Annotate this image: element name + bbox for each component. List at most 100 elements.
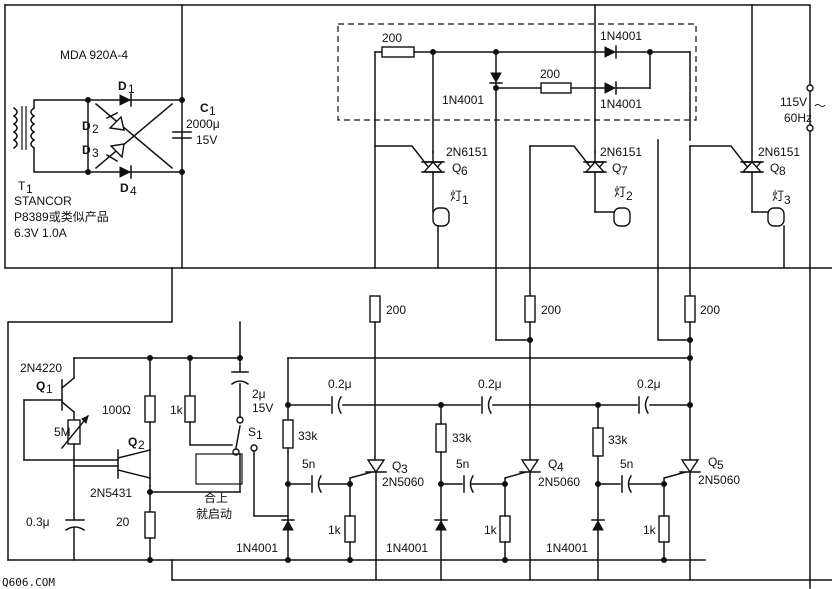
svg-text:2N6151: 2N6151 bbox=[446, 145, 488, 159]
svg-text:1: 1 bbox=[256, 428, 263, 442]
svg-text:20: 20 bbox=[116, 515, 130, 529]
svg-text:115V: 115V bbox=[780, 95, 807, 109]
svg-text:5n: 5n bbox=[456, 457, 469, 471]
diode-d3 bbox=[105, 143, 125, 163]
d1-label: D bbox=[118, 79, 127, 93]
coupling-diode-box: 200 200 1N4001 1N4001 1N4001 bbox=[337, 4, 697, 341]
d3-label: D bbox=[82, 143, 91, 157]
svg-text:Q: Q bbox=[612, 161, 621, 175]
r200a-label: 200 bbox=[382, 31, 402, 45]
svg-text:Q: Q bbox=[128, 435, 137, 449]
bridge-label: MDA 920A-4 bbox=[60, 48, 128, 62]
r200b-label: 200 bbox=[540, 67, 560, 81]
svg-text:～: ～ bbox=[814, 99, 826, 113]
diode-d2 bbox=[105, 111, 125, 131]
transistor-q2: Q 2 2N5431 bbox=[23, 435, 151, 521]
svg-text:2N5060: 2N5060 bbox=[382, 475, 424, 489]
start-label-2: 就启动 bbox=[196, 507, 232, 521]
diode-d1 bbox=[119, 93, 132, 107]
d1n4001-a-label: 1N4001 bbox=[600, 29, 642, 43]
d2-label: D bbox=[82, 119, 91, 133]
svg-text:2: 2 bbox=[92, 122, 99, 136]
start-switch-section: 2μ 15V S 1 合上 就启动 bbox=[195, 371, 289, 521]
svg-text:Q: Q bbox=[392, 459, 401, 473]
svg-text:1: 1 bbox=[46, 382, 53, 396]
power-supply-section: MDA 920A-4 D 1 D 2 D 3 D 4 C 1 2000μ 15V… bbox=[4, 4, 832, 589]
timer-section: 0.2μ 0.2μ 0.2μ 33k 33k 33k 5n 5n bbox=[7, 321, 832, 581]
svg-text:1N4001: 1N4001 bbox=[236, 541, 278, 555]
svg-text:Q: Q bbox=[770, 161, 779, 175]
triac-q8: 2N6151 Q 8 灯 3 bbox=[689, 4, 800, 297]
svg-text:1k: 1k bbox=[484, 523, 498, 537]
capacitor-c1 bbox=[172, 131, 192, 139]
svg-text:1: 1 bbox=[462, 193, 469, 207]
svg-text:0.2μ: 0.2μ bbox=[637, 377, 661, 391]
diode-d4 bbox=[119, 165, 132, 179]
oscillator-section: 2N4220 Q 1 5M Q 2 2N5431 100Ω 1k 0.3μ bbox=[20, 355, 241, 561]
svg-text:2: 2 bbox=[138, 438, 145, 452]
svg-text:3: 3 bbox=[401, 462, 408, 476]
triac-q6: 2N6151 Q 6 灯 1 bbox=[374, 145, 488, 269]
svg-text:3: 3 bbox=[92, 146, 99, 160]
d1n4001-c-label: 1N4001 bbox=[442, 93, 484, 107]
transistor-q1: 2N4220 Q 1 5M bbox=[20, 361, 90, 467]
start-label-1: 合上 bbox=[204, 490, 228, 505]
svg-text:7: 7 bbox=[621, 164, 628, 178]
svg-text:2N6151: 2N6151 bbox=[758, 145, 800, 159]
svg-text:Q: Q bbox=[452, 161, 461, 175]
svg-text:4: 4 bbox=[130, 184, 137, 198]
svg-text:5M: 5M bbox=[54, 425, 71, 439]
svg-text:0.3μ: 0.3μ bbox=[26, 515, 50, 529]
t1-maker: STANCOR bbox=[14, 194, 72, 208]
svg-text:1N4001: 1N4001 bbox=[386, 541, 428, 555]
svg-text:2N5431: 2N5431 bbox=[90, 486, 132, 500]
svg-text:1k: 1k bbox=[328, 523, 342, 537]
svg-text:灯: 灯 bbox=[614, 185, 626, 199]
c1-label: C bbox=[200, 101, 209, 115]
svg-text:S: S bbox=[248, 425, 256, 439]
svg-text:5n: 5n bbox=[302, 457, 315, 471]
d1n4001-b-label: 1N4001 bbox=[600, 97, 642, 111]
svg-text:Q: Q bbox=[548, 457, 557, 471]
scr-q4: Q 4 2N5060 bbox=[504, 457, 580, 581]
svg-text:1: 1 bbox=[26, 182, 33, 196]
svg-text:33k: 33k bbox=[452, 431, 472, 445]
c1-voltage: 15V bbox=[196, 133, 217, 147]
gate-resistors: 200 200 200 bbox=[369, 139, 720, 471]
svg-text:200: 200 bbox=[386, 303, 406, 317]
svg-text:33k: 33k bbox=[298, 429, 318, 443]
watermark: Q606.COM bbox=[2, 576, 55, 589]
svg-text:15V: 15V bbox=[252, 401, 273, 415]
svg-text:3: 3 bbox=[784, 193, 791, 207]
svg-text:8: 8 bbox=[779, 164, 786, 178]
svg-text:200: 200 bbox=[700, 303, 720, 317]
svg-text:1: 1 bbox=[209, 104, 216, 118]
svg-text:2μ: 2μ bbox=[252, 387, 266, 401]
svg-text:100Ω: 100Ω bbox=[102, 403, 131, 417]
d4-label: D bbox=[120, 181, 129, 195]
triac-q7: 2N6151 Q 7 灯 2 bbox=[529, 145, 642, 297]
svg-text:200: 200 bbox=[541, 303, 561, 317]
scr-q3: Q 3 2N5060 bbox=[349, 459, 424, 581]
svg-text:60Hz: 60Hz bbox=[784, 111, 812, 125]
svg-text:1N4001: 1N4001 bbox=[546, 541, 588, 555]
svg-text:2N5060: 2N5060 bbox=[538, 475, 580, 489]
svg-text:2N6151: 2N6151 bbox=[600, 145, 642, 159]
svg-text:33k: 33k bbox=[608, 433, 628, 447]
svg-text:1: 1 bbox=[128, 82, 135, 96]
svg-text:Q: Q bbox=[708, 455, 717, 469]
svg-text:2: 2 bbox=[626, 189, 633, 203]
svg-text:2N4220: 2N4220 bbox=[20, 361, 62, 375]
svg-text:灯: 灯 bbox=[450, 189, 462, 203]
svg-text:0.2μ: 0.2μ bbox=[328, 377, 352, 391]
svg-text:灯: 灯 bbox=[772, 189, 784, 203]
t1-label: T bbox=[18, 179, 26, 193]
t1-model: P8389或类似产品 bbox=[14, 210, 109, 224]
svg-text:6: 6 bbox=[461, 164, 468, 178]
scr-q5: Q 5 2N5060 bbox=[663, 455, 740, 581]
svg-text:0.2μ: 0.2μ bbox=[478, 377, 502, 391]
t1-rating: 6.3V 1.0A bbox=[14, 226, 67, 240]
svg-text:5n: 5n bbox=[620, 457, 633, 471]
c1-value: 2000μ bbox=[186, 117, 220, 131]
